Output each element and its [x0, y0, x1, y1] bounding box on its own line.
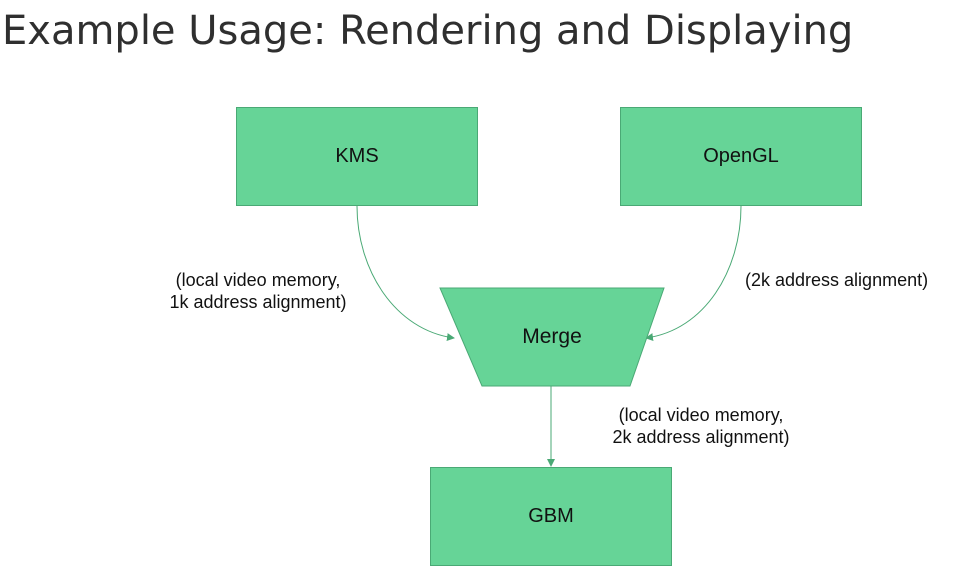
kms-edge-label: (local video memory, 1k address alignmen…: [148, 269, 368, 313]
edge-opengl-merge: [645, 205, 742, 342]
kms-edge-label-line2: 1k address alignment): [169, 292, 347, 312]
merge-node-shape: [439, 287, 665, 387]
gbm-node-label: GBM: [528, 505, 574, 527]
kms-edge-label-line1: (local video memory,: [175, 270, 341, 290]
merge-edge-label: (local video memory, 2k address alignmen…: [598, 404, 804, 448]
kms-node: KMS: [236, 107, 478, 206]
opengl-node-label: OpenGL: [703, 145, 779, 167]
merge-node-label: Merge: [522, 325, 582, 348]
opengl-edge-label: (2k address alignment): [745, 269, 928, 291]
opengl-node: OpenGL: [620, 107, 862, 206]
edge-kms-merge: [356, 205, 455, 342]
gbm-node: GBM: [430, 467, 672, 566]
opengl-edge-label-line1: (2k address alignment): [745, 270, 929, 290]
kms-node-label: KMS: [335, 145, 379, 167]
merge-node: Merge: [440, 288, 664, 386]
slide-title: Example Usage: Rendering and Displaying: [2, 8, 854, 54]
merge-edge-label-line1: (local video memory,: [618, 405, 784, 425]
merge-edge-label-line2: 2k address alignment): [612, 427, 790, 447]
